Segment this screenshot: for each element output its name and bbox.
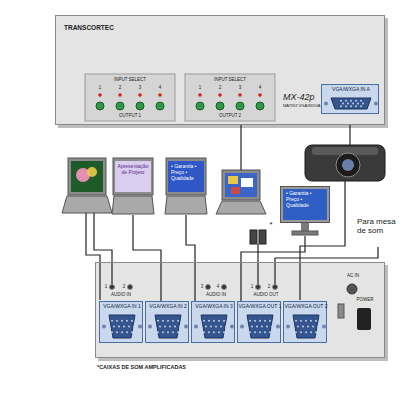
vga-port: VGA/WXGA OUT 1	[237, 301, 281, 343]
screen-text: • Garantia • Preço • Qualidade	[286, 191, 324, 208]
vga-port: VGA/WXGA IN 1	[99, 301, 143, 343]
button-row	[96, 102, 264, 110]
button-group	[185, 74, 275, 121]
projector	[305, 145, 385, 181]
button-number: 3	[239, 85, 242, 90]
screen-text: • Garantia • Preço • Qualidade	[171, 164, 201, 181]
laptop	[216, 170, 266, 214]
cable	[186, 215, 195, 301]
button-number: 4	[159, 85, 162, 90]
footnote-mark: *	[269, 220, 272, 229]
footnote: *CAIXAS DE SOM AMPLIFICADAS	[97, 364, 186, 370]
laptop: • Garantia • Preço • Qualidade	[165, 158, 207, 215]
panel-label: POWER	[356, 297, 373, 302]
jack-number: 1	[251, 284, 254, 289]
led-row	[98, 93, 262, 97]
cable	[133, 215, 161, 301]
port-label: VGA/WXGA OUT 2	[284, 304, 328, 310]
port-label: VGA/WXGA IN 3	[192, 304, 236, 310]
laptop	[62, 158, 112, 213]
laptop: Apresentação de Projeto	[112, 158, 154, 215]
jack-number: 4	[217, 284, 220, 289]
ac-socket	[347, 284, 357, 294]
speaker-icons	[250, 230, 266, 244]
jack-number: 2	[123, 284, 126, 289]
cables	[86, 125, 378, 300]
port-label: VGA/WXGA IN A	[322, 87, 380, 93]
port-label: VGA/WXGA OUT 1	[238, 304, 282, 310]
audio-jacks	[110, 285, 278, 290]
power-switch	[357, 308, 371, 330]
port-label: VGA/WXGA IN 1	[100, 304, 144, 310]
panel-label: AC IN	[347, 273, 359, 278]
button-number: 4	[259, 85, 262, 90]
front-panel-fill	[55, 15, 385, 125]
button-number: 1	[199, 85, 202, 90]
back-panel: AC INPOWERVGA/WXGA IN 1VGA/WXGA IN 2VGA/…	[95, 262, 385, 358]
vga-port: VGA/WXGA OUT 2	[283, 301, 327, 343]
audio-label: AUDIO OUT	[253, 292, 278, 297]
model-name: MX-42p	[283, 92, 315, 102]
screen-text: Apresentação de Projeto	[116, 164, 150, 176]
audio-label: AUDIO IN	[111, 292, 131, 297]
front-panel: TRANSCORTEC MX-42pMATRIZ VGA/WXGA VGA/WXGA…	[55, 15, 385, 125]
button-number: 3	[139, 85, 142, 90]
jack-number: 1	[105, 284, 108, 289]
button-number: 1	[99, 85, 102, 90]
vga-port: VGA/WXGA IN 2	[145, 301, 189, 343]
model-subtitle: MATRIZ VGA/WXGA	[283, 104, 320, 109]
audio-label: AUDIO IN	[206, 292, 226, 297]
slide-switch	[338, 304, 344, 318]
button-number: 2	[219, 85, 222, 90]
jack-number: 3	[201, 284, 204, 289]
vga-port: VGA/WXGA IN 3	[191, 301, 235, 343]
button-number: 2	[119, 85, 122, 90]
group-label: INPUT SELECT	[114, 77, 146, 82]
back-panel-fill	[95, 262, 385, 358]
brand-name: TRANSCORTEC	[64, 24, 114, 31]
cable	[241, 236, 305, 301]
vga-port: VGA/WXGA IN A	[321, 84, 379, 114]
port-label: VGA/WXGA IN 2	[146, 304, 190, 310]
jack-number: 2	[268, 284, 271, 289]
monitor: • Garantia • Preço • Qualidade	[280, 186, 330, 236]
button-group	[85, 74, 175, 121]
group-label: OUTPUT 1	[119, 113, 141, 118]
group-label: OUTPUT 2	[219, 113, 241, 118]
group-label: INPUT SELECT	[214, 77, 246, 82]
note: Para mesa de som	[357, 217, 401, 235]
